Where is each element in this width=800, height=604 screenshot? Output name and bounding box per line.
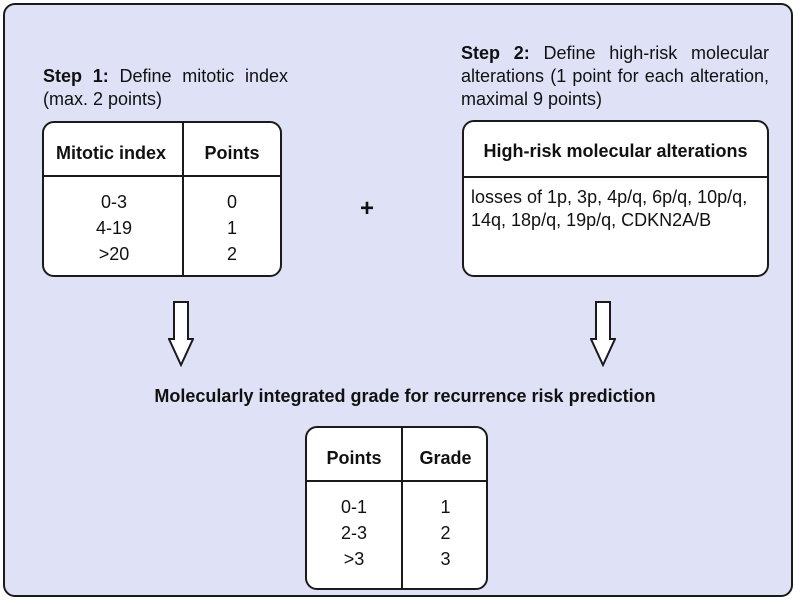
mitotic-row-1-points: 1 [226, 218, 237, 238]
molecular-header-divider [464, 176, 767, 178]
down-arrow-icon [590, 301, 616, 367]
mitotic-row-1-index: 4-19 [95, 218, 133, 238]
step1-text: Define mitotic index (max. 2 points) [43, 66, 288, 109]
mitotic-index-table: Mitotic index Points 0-3 0 4-19 1 >20 2 [42, 121, 282, 277]
grade-header-grade: Grade [419, 448, 472, 468]
mitotic-header-points: Points [204, 143, 260, 163]
grade-column-divider [401, 428, 403, 588]
grade-row-0-points: 0-1 [340, 497, 367, 517]
mitotic-header-index: Mitotic index [56, 143, 167, 163]
molecular-header: High-risk molecular alterations [483, 141, 748, 161]
step2-label: Step 2: [461, 43, 530, 63]
mitotic-column-divider [182, 123, 184, 275]
step1-description: Step 1: Define mitotic index (max. 2 poi… [43, 65, 288, 111]
mitotic-row-2-index: >20 [98, 244, 130, 264]
grade-table: Points Grade 0-1 1 2-3 2 >3 3 [305, 426, 488, 590]
mitotic-header-divider [44, 175, 280, 177]
mitotic-row-0-index: 0-3 [100, 192, 127, 212]
result-title: Molecularly integrated grade for recurre… [154, 386, 656, 406]
step2-description: Step 2: Define high-risk molecular alter… [461, 42, 769, 111]
grade-row-2-points: >3 [343, 549, 365, 569]
grade-row-2-grade: 3 [440, 549, 451, 569]
mitotic-row-2-points: 2 [226, 244, 237, 264]
step2-text: Define high-risk molecular alterations (… [461, 43, 769, 109]
grade-row-1-grade: 2 [440, 523, 451, 543]
grade-row-1-points: 2-3 [340, 523, 367, 543]
down-arrow-icon [168, 301, 194, 367]
molecular-alterations-list: losses of 1p, 3p, 4p/q, 6p/q, 10p/q, 14q… [471, 187, 748, 230]
diagram-panel: Step 1: Define mitotic index (max. 2 poi… [3, 3, 793, 597]
molecular-alterations-box: High-risk molecular alterations losses o… [462, 120, 769, 277]
grade-row-0-grade: 1 [440, 497, 451, 517]
step1-label: Step 1: [43, 66, 109, 86]
plus-sign: + [360, 195, 375, 222]
grade-header-points: Points [326, 448, 382, 468]
mitotic-row-0-points: 0 [226, 192, 237, 212]
grade-header-divider [307, 480, 486, 482]
